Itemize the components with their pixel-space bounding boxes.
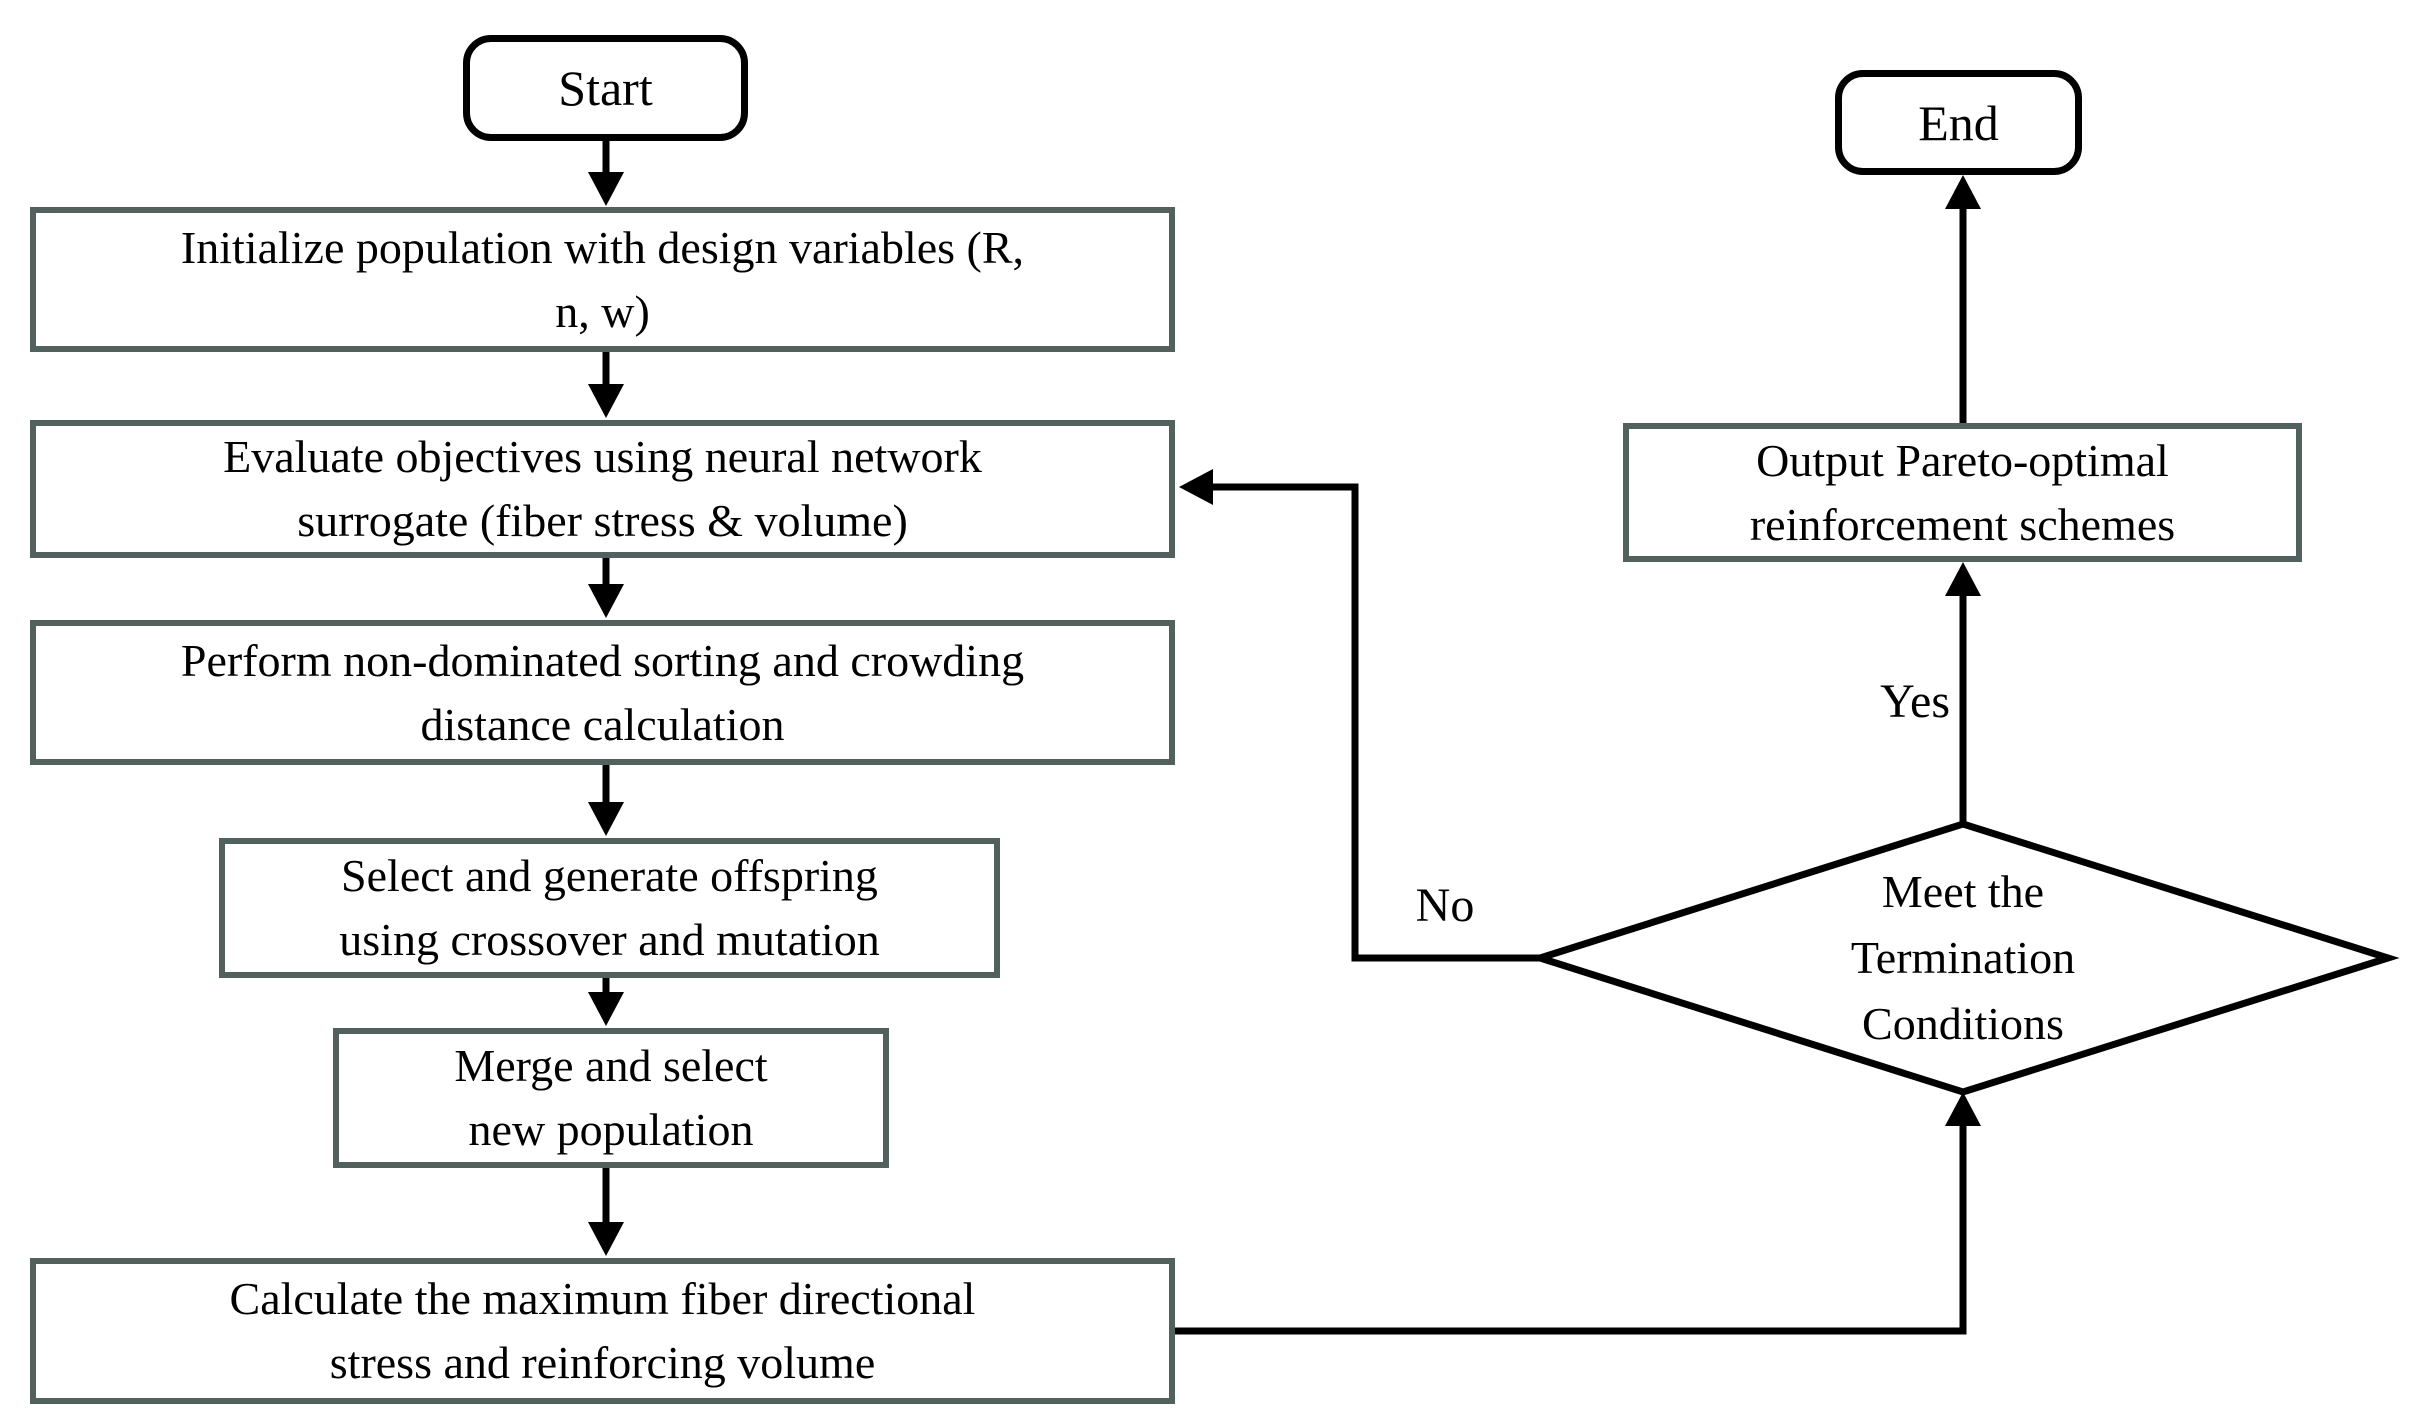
process-line: reinforcement schemes bbox=[1749, 498, 2176, 550]
arrow-calculate-to-decision bbox=[1175, 1092, 1981, 1335]
edge-label-no: No bbox=[1415, 879, 1475, 932]
process-generate-offspring: Select and generate offspring using cros… bbox=[219, 838, 1000, 978]
terminal-start: Start bbox=[463, 35, 748, 141]
terminal-end: End bbox=[1835, 70, 2082, 175]
terminal-end-label: End bbox=[1918, 94, 1999, 151]
process-evaluate-objectives: Evaluate objectives using neural network… bbox=[30, 420, 1175, 558]
arrow-sorting-to-offspring bbox=[588, 765, 624, 836]
process-merge-select-population: Merge and select new population bbox=[333, 1028, 889, 1168]
process-calculate-stress-volume: Calculate the maximum fiber directional … bbox=[30, 1258, 1175, 1404]
process-line: using crossover and mutation bbox=[339, 914, 880, 965]
decision-diamond-shape bbox=[1528, 820, 2400, 1096]
arrow-decision-to-evaluate-no bbox=[1179, 469, 1540, 962]
arrow-down-icon bbox=[588, 384, 624, 418]
process-line: Perform non-dominated sorting and crowdi… bbox=[180, 634, 1025, 686]
arrow-decision-to-output bbox=[1945, 562, 1981, 824]
process-line: Initialize population with design variab… bbox=[180, 221, 1025, 273]
arrow-down-icon bbox=[588, 992, 624, 1026]
arrow-offspring-to-merge bbox=[588, 978, 624, 1026]
arrow-down-icon bbox=[588, 802, 624, 836]
process-non-dominated-sorting: Perform non-dominated sorting and crowdi… bbox=[30, 620, 1175, 765]
process-line: Calculate the maximum fiber directional bbox=[229, 1273, 976, 1324]
arrow-evaluate-to-sorting bbox=[588, 558, 624, 618]
process-line: Merge and select bbox=[454, 1040, 768, 1091]
process-line: surrogate (fiber stress & volume) bbox=[297, 495, 908, 546]
edge-label-yes: Yes bbox=[1880, 675, 1950, 728]
arrow-down-icon bbox=[588, 584, 624, 618]
process-line: stress and reinforcing volume bbox=[329, 1337, 876, 1388]
terminal-start-label: Start bbox=[558, 60, 653, 116]
process-line: Output Pareto-optimal bbox=[1756, 434, 2169, 486]
arrow-start-to-initialize bbox=[588, 141, 624, 206]
arrow-up-icon bbox=[1945, 1092, 1981, 1126]
decision-line: Conditions bbox=[1862, 998, 2064, 1049]
arrow-up-icon bbox=[1945, 175, 1981, 209]
decision-line: Meet the bbox=[1881, 866, 2045, 917]
arrow-down-icon bbox=[588, 1222, 624, 1256]
process-line: Evaluate objectives using neural network bbox=[223, 431, 982, 482]
process-line: Select and generate offspring bbox=[341, 850, 878, 901]
decision-termination-conditions: Meet the Termination Conditions bbox=[1703, 858, 2223, 1058]
process-line: n, w) bbox=[555, 285, 650, 337]
decision-line: Termination bbox=[1850, 932, 2076, 983]
process-initialize-population: Initialize population with design variab… bbox=[30, 207, 1175, 352]
arrow-initialize-to-evaluate bbox=[588, 352, 624, 418]
arrow-up-icon bbox=[1945, 562, 1981, 596]
process-line: distance calculation bbox=[420, 698, 785, 750]
process-line: new population bbox=[468, 1104, 754, 1155]
arrow-left-icon bbox=[1179, 469, 1213, 505]
arrow-down-icon bbox=[588, 172, 624, 206]
process-output-pareto-schemes: Output Pareto-optimal reinforcement sche… bbox=[1623, 423, 2302, 562]
arrow-output-to-end bbox=[1945, 175, 1981, 423]
arrow-merge-to-calculate bbox=[588, 1168, 624, 1256]
